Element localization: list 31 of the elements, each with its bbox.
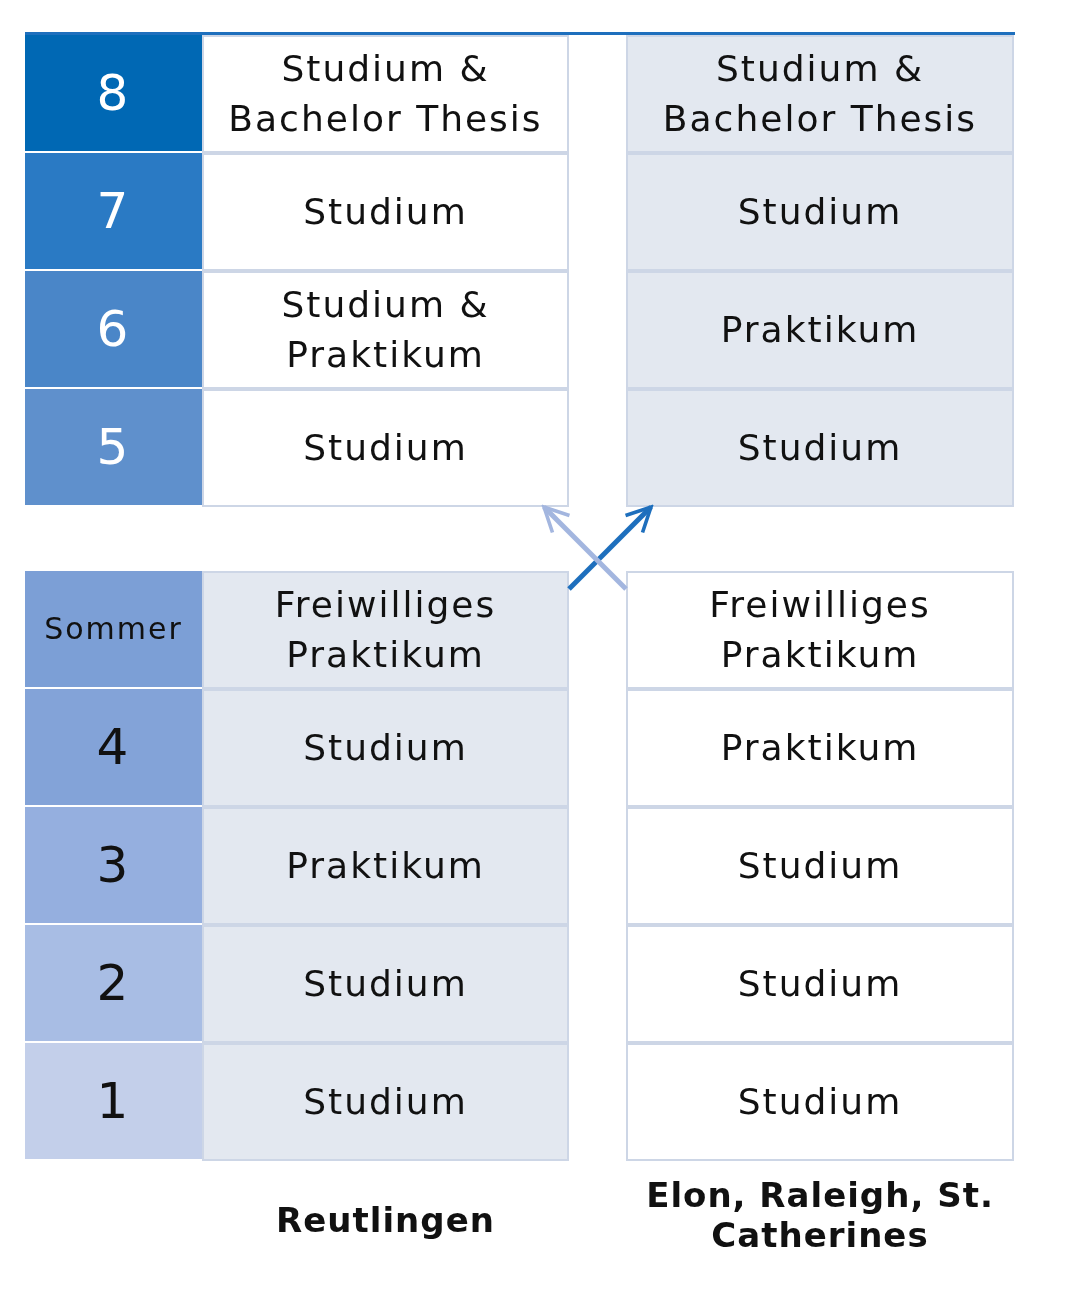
plan-entry: Studium (202, 389, 569, 507)
arrow (567, 505, 653, 591)
semester-number: 3 (25, 807, 202, 925)
plan-entry: Studium (626, 925, 1014, 1043)
column-caption: Reutlingen (275, 1200, 496, 1240)
plan-entry: Praktikum (626, 689, 1014, 807)
plan-entry: Studium & Bachelor Thesis (626, 35, 1014, 153)
season-label: Sommer (25, 571, 202, 689)
semester-number: 1 (25, 1043, 202, 1161)
plan-entry: Freiwilliges Praktikum (202, 571, 569, 689)
plan-entry: Studium (202, 153, 569, 271)
semester-number: 6 (25, 271, 202, 389)
plan-entry: Praktikum (626, 271, 1014, 389)
plan-entry: Studium (202, 925, 569, 1043)
column-caption: Elon, Raleigh, St. Catherines (645, 1175, 995, 1255)
plan-entry: Studium (626, 389, 1014, 507)
plan-entry: Studium (626, 807, 1014, 925)
semester-number: 2 (25, 925, 202, 1043)
semester-number: 5 (25, 389, 202, 507)
arrow (542, 505, 628, 591)
semester-number: 7 (25, 153, 202, 271)
semester-number: 8 (25, 35, 202, 153)
plan-entry: Praktikum (202, 807, 569, 925)
plan-entry: Studium & Praktikum (202, 271, 569, 389)
semester-number: 4 (25, 689, 202, 807)
plan-entry: Studium (202, 689, 569, 807)
plan-entry: Studium (202, 1043, 569, 1161)
plan-entry: Studium & Bachelor Thesis (202, 35, 569, 153)
plan-entry: Studium (626, 1043, 1014, 1161)
plan-entry: Studium (626, 153, 1014, 271)
plan-entry: Freiwilliges Praktikum (626, 571, 1014, 689)
